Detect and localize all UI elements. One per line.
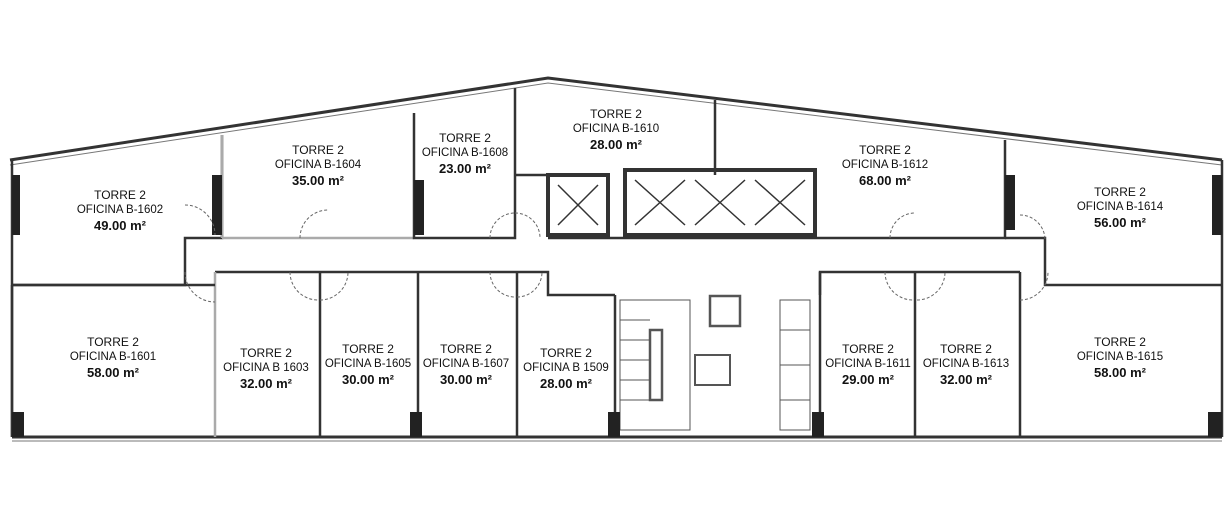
elevator-core <box>546 168 817 237</box>
north-facade <box>9 76 1223 162</box>
stair-service-core <box>619 294 811 431</box>
door-swings <box>184 204 1049 303</box>
columns <box>12 175 1222 437</box>
